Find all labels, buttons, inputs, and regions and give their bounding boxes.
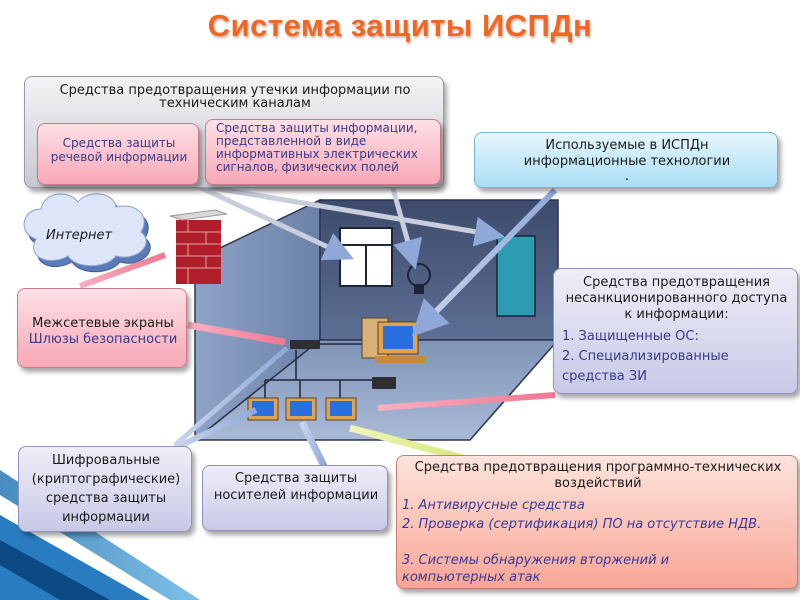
software-box: Средства предотвращения программно-техни… bbox=[396, 455, 798, 589]
media-box: Средства защиты носителей информации bbox=[202, 465, 388, 531]
signals-protection-box: Средства защиты информации, представленн… bbox=[205, 119, 441, 185]
internet-cloud-icon bbox=[23, 193, 151, 273]
software-item-1: 1. Антивирусные средства bbox=[402, 498, 585, 513]
speech-protection-text: Средства защиты речевой информации bbox=[50, 136, 188, 164]
page-title: Система защиты ИСПДн bbox=[207, 8, 593, 43]
signals-protection-text: Средства защиты информации, представленн… bbox=[216, 121, 418, 174]
crypto-text: Шифровальные (криптографические) средств… bbox=[31, 453, 181, 525]
arrows bbox=[78, 182, 558, 470]
it-box-text: Используемые в ИСПДн информационные техн… bbox=[523, 138, 731, 169]
speech-protection-box: Средства защиты речевой информации bbox=[37, 123, 199, 185]
internet-label: Интернет bbox=[46, 228, 113, 243]
crypto-box: Шифровальные (криптографические) средств… bbox=[18, 446, 192, 532]
firewall-line2: Шлюзы безопасности bbox=[28, 332, 178, 347]
leak-prevention-box: Средства предотвращения утечки информаци… bbox=[24, 76, 444, 188]
nsd-box: Средства предотвращения несанкционирован… bbox=[553, 268, 798, 394]
firewall-box: Межсетевые экраны Шлюзы безопасности bbox=[17, 288, 187, 368]
software-item-3: 3. Системы обнаружения вторжений и компь… bbox=[402, 553, 670, 585]
software-title: Средства предотвращения программно-техни… bbox=[414, 460, 782, 491]
nsd-item-2: 2. Специализированные средства ЗИ bbox=[562, 349, 729, 384]
door bbox=[496, 235, 536, 317]
firewall-icon bbox=[169, 209, 228, 284]
it-box: Используемые в ИСПДн информационные техн… bbox=[474, 132, 778, 188]
software-item-2: 2. Проверка (сертификация) ПО на отсутст… bbox=[402, 517, 762, 532]
nsd-item-1: 1. Защищенные ОС: bbox=[562, 329, 699, 344]
media-text: Средства защиты носителей информации bbox=[213, 471, 379, 503]
firewall-line1: Межсетевые экраны bbox=[32, 316, 174, 331]
it-box-dot: . bbox=[624, 169, 630, 184]
leak-prevention-title: Средства предотвращения утечки информаци… bbox=[59, 83, 411, 111]
network-devices bbox=[247, 317, 425, 421]
nsd-title: Средства предотвращения несанкционирован… bbox=[565, 275, 788, 322]
